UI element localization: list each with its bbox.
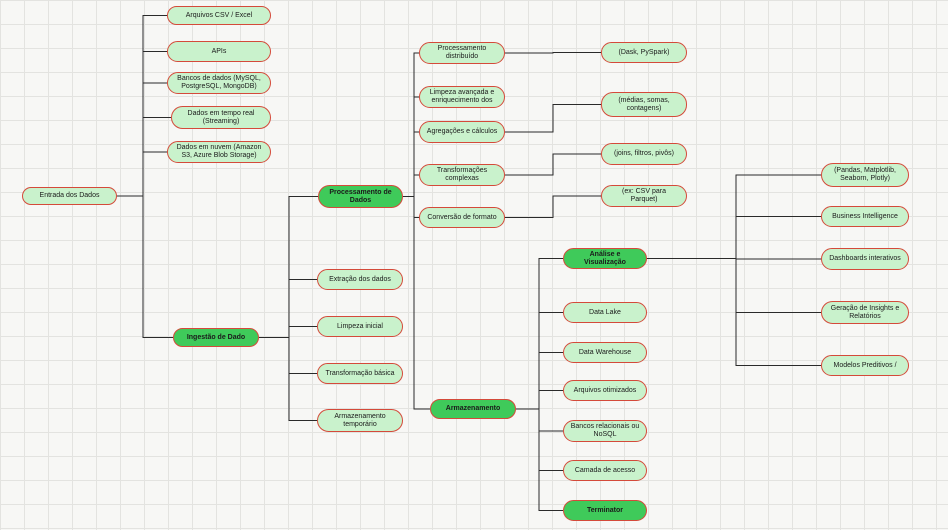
node-label: Bancos de dados (MySQL, PostgreSQL, Mong… — [177, 75, 261, 90]
connector-processamento-agregacoes — [403, 131, 419, 197]
node-agregacoes-calculos[interactable]: Agregações e cálculos — [419, 121, 505, 143]
node-dask-pyspark[interactable]: (Dask, PySpark) — [601, 42, 687, 63]
node-label: Agregações e cálculos — [426, 128, 498, 135]
node-label: Entrada dos Dados — [39, 192, 100, 199]
node-label: (ex: CSV para Parquet) — [622, 188, 666, 203]
node-label: Armazenamento temporário — [334, 412, 386, 428]
node-camada-de-acesso[interactable]: Camada de acesso — [563, 460, 647, 481]
node-label: Dashboards interativos — [829, 255, 901, 262]
node-transformacoes-complexas[interactable]: Transformações complexas — [419, 164, 505, 186]
node-processamento-de-dados[interactable]: Processamento de Dados — [318, 185, 403, 208]
connector-ingestao-transf_basica — [259, 337, 317, 374]
node-label: (joins, filtros, pivôs) — [614, 150, 674, 157]
connector-ingestao-limpeza_inicial — [259, 326, 317, 338]
node-armazenamento-temporario[interactable]: Armazenamento temporário — [317, 409, 403, 432]
node-label: Terminator — [586, 506, 624, 514]
node-label: (Pandas, Matplotlib, Seaborn, Plotly) — [834, 167, 896, 182]
connector-entrada-ingestao — [117, 195, 173, 338]
connector-entrada-csv — [117, 15, 167, 197]
node-label: Camada de acesso — [574, 466, 636, 474]
node-label: Limpeza avançada e enriquecimento dos — [429, 89, 495, 104]
connector-entrada-nuvem — [117, 151, 167, 197]
connector-processamento-armazenamento — [403, 196, 430, 410]
node-label: Limpeza inicial — [337, 322, 383, 330]
node-medias-somas-contagens[interactable]: (médias, somas, contagens) — [601, 92, 687, 117]
node-label: Extração dos dados — [329, 275, 391, 283]
node-csv-para-parquet[interactable]: (ex: CSV para Parquet) — [601, 185, 687, 207]
node-dashboards-interativos[interactable]: Dashboards interativos — [821, 248, 909, 270]
connector-entrada-streaming — [117, 117, 171, 197]
node-geracao-de-insights[interactable]: Geração de Insights e Relatórios — [821, 301, 909, 324]
node-label: Conversão de formato — [427, 213, 497, 221]
connector-entrada-bancos — [117, 82, 167, 197]
connector-processamento-transf_complexas — [403, 174, 419, 197]
node-label: (Dask, PySpark) — [618, 48, 670, 56]
node-label: Análise e Visualização — [584, 250, 626, 266]
node-processamento-distribuido[interactable]: Processamento distribuído — [419, 42, 505, 64]
node-conversao-de-formato[interactable]: Conversão de formato — [419, 207, 505, 228]
connector-armazenamento-arquivos_otim — [516, 390, 563, 410]
node-extracao-dos-dados[interactable]: Extração dos dados — [317, 269, 403, 290]
node-limpeza-inicial[interactable]: Limpeza inicial — [317, 316, 403, 337]
node-joins-filtros-pivos[interactable]: (joins, filtros, pivôs) — [601, 143, 687, 165]
node-label: Processamento de Dados — [329, 188, 392, 204]
connector-ingestao-extracao — [259, 279, 317, 338]
node-transformacao-basica[interactable]: Transformação básica — [317, 363, 403, 384]
node-modelos-preditivos[interactable]: Modelos Preditivos / — [821, 355, 909, 376]
node-ingestao-de-dado[interactable]: Ingestão de Dado — [173, 328, 259, 347]
connector-entrada-apis — [117, 51, 167, 197]
node-label: APIs — [211, 47, 227, 55]
connector-proc-distrib-dask — [505, 52, 601, 54]
node-label: Data Warehouse — [578, 348, 632, 356]
node-data-warehouse[interactable]: Data Warehouse — [563, 342, 647, 363]
node-label: Dados em tempo real (Streaming) — [187, 109, 255, 125]
node-dados-tempo-real[interactable]: Dados em tempo real (Streaming) — [171, 106, 271, 129]
node-dados-em-nuvem[interactable]: Dados em nuvem (Amazon S3, Azure Blob St… — [167, 141, 271, 163]
node-arquivos-csv-excel[interactable]: Arquivos CSV / Excel — [167, 6, 271, 25]
node-label: Processamento distribuído — [437, 45, 487, 60]
node-label: Arquivos CSV / Excel — [185, 11, 253, 19]
node-label: Business Intelligence — [832, 212, 898, 220]
node-business-intelligence[interactable]: Business Intelligence — [821, 206, 909, 227]
node-data-lake[interactable]: Data Lake — [563, 302, 647, 323]
connector-conversao-parquet — [505, 195, 601, 218]
node-label: Transformações complexas — [436, 167, 488, 182]
node-label: Modelos Preditivos / — [833, 361, 897, 369]
connector-processamento-limpeza_avancada — [403, 96, 419, 197]
node-entrada-dos-dados[interactable]: Entrada dos Dados — [22, 187, 117, 205]
node-label: Ingestão de Dado — [186, 333, 246, 341]
node-apis[interactable]: APIs — [167, 41, 271, 62]
connector-ingestao-armaz_temp — [259, 337, 317, 421]
connector-analise-modelos — [647, 258, 821, 366]
node-terminator[interactable]: Terminator — [563, 500, 647, 521]
node-arquivos-otimizados[interactable]: Arquivos otimizados — [563, 380, 647, 401]
node-bancos-relacionais[interactable]: Bancos relacionais ou NoSQL — [563, 420, 647, 442]
connector-analise-bi — [647, 216, 821, 259]
node-label: Geração de Insights e Relatórios — [830, 304, 900, 320]
node-bancos-de-dados[interactable]: Bancos de dados (MySQL, PostgreSQL, Mong… — [167, 72, 271, 94]
node-armazenamento[interactable]: Armazenamento — [430, 399, 516, 419]
node-label: Arquivos otimizados — [573, 386, 637, 394]
connector-processamento-conversao — [403, 196, 419, 218]
node-label: (médias, somas, contagens) — [618, 96, 670, 112]
connector-armazenamento-terminator — [516, 408, 563, 511]
connector-analise-insights — [647, 258, 821, 313]
node-analise-e-visualizacao[interactable]: Análise e Visualização — [563, 248, 647, 269]
connector-agregacoes-medias — [505, 104, 601, 133]
node-pandas-matplotlib[interactable]: (Pandas, Matplotlib, Seaborn, Plotly) — [821, 163, 909, 187]
connector-transf-complexas-joins — [505, 153, 601, 176]
node-label: Transformação básica — [325, 369, 395, 377]
node-label: Data Lake — [589, 308, 621, 316]
node-label: Armazenamento — [445, 405, 501, 412]
node-label: Bancos relacionais ou NoSQL — [570, 423, 640, 438]
node-limpeza-avancada[interactable]: Limpeza avançada e enriquecimento dos — [419, 86, 505, 108]
node-label: Dados em nuvem (Amazon S3, Azure Blob St… — [176, 144, 262, 159]
